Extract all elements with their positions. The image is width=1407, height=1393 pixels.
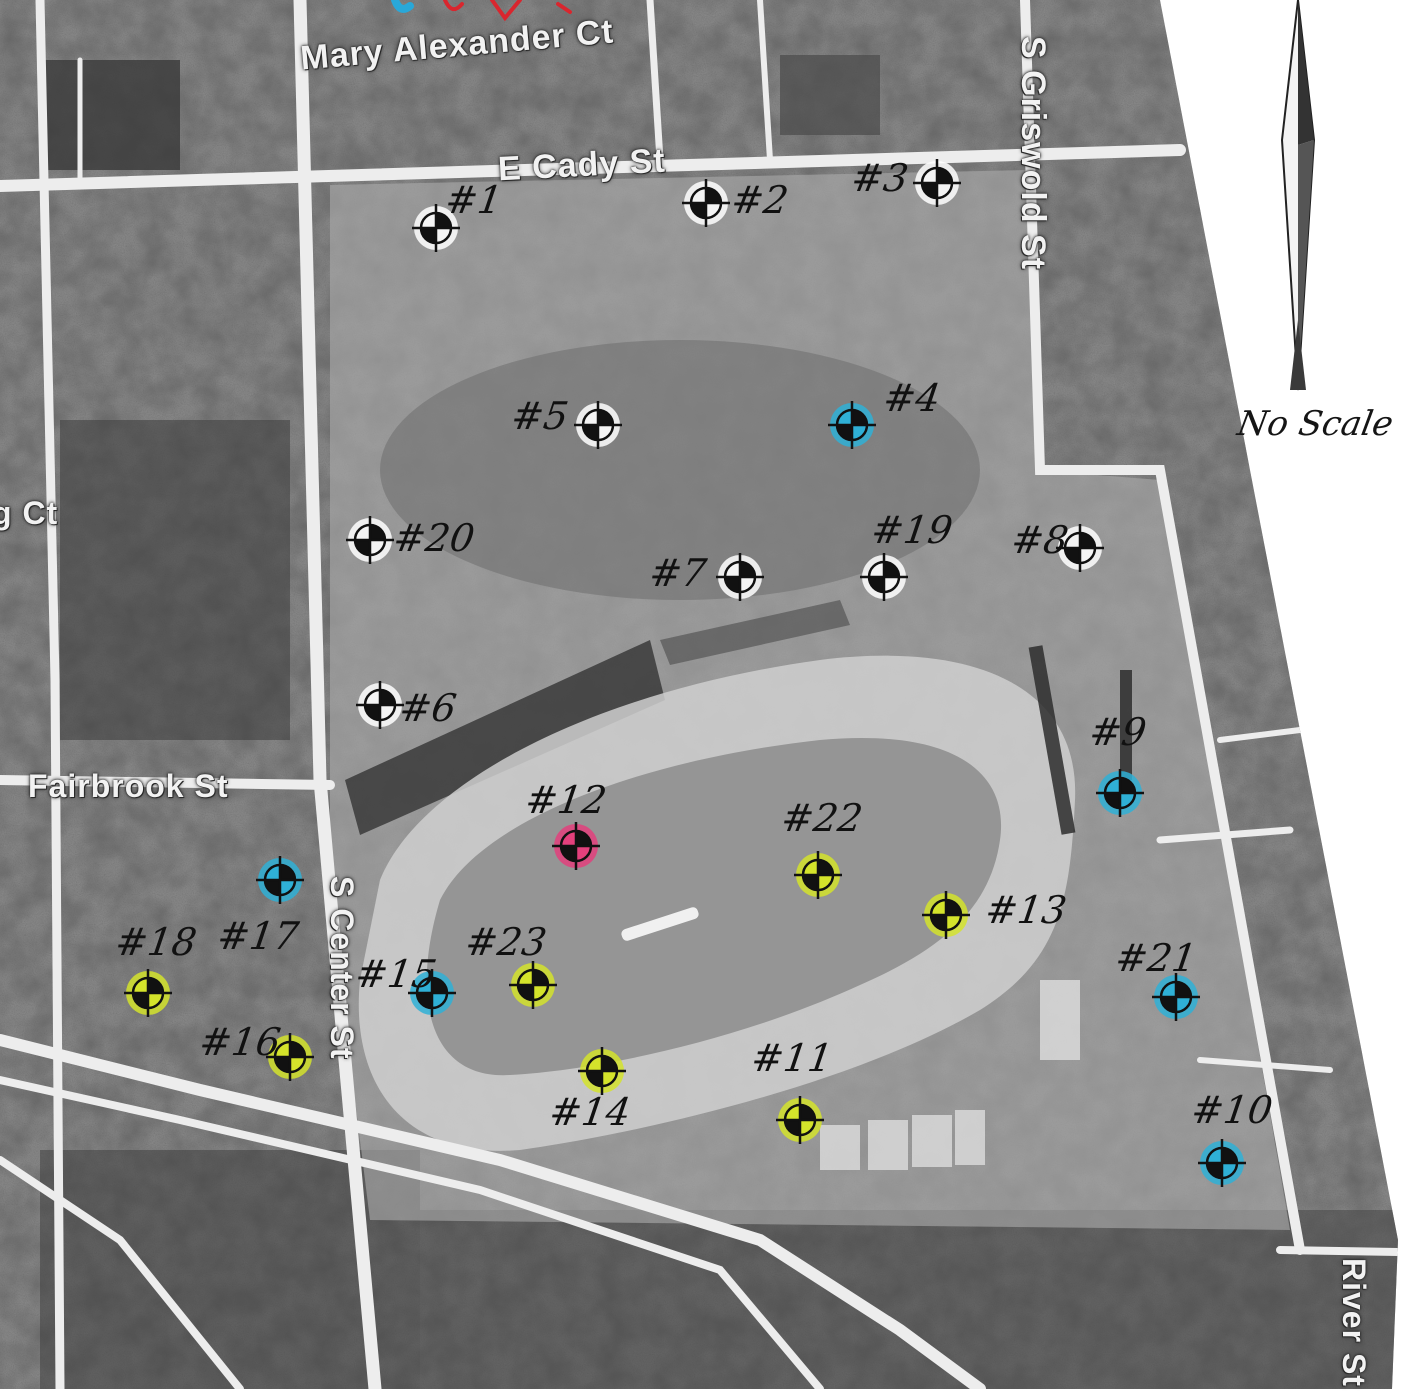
sample-marker-label: #13 <box>982 888 1070 932</box>
sample-marker-label: #15 <box>352 952 440 996</box>
wooded-block <box>420 1210 1398 1389</box>
crosshair-target-icon <box>266 1033 314 1081</box>
crosshair-target-icon <box>860 553 908 601</box>
crosshair-target-icon <box>913 159 961 207</box>
crosshair-target-icon <box>578 1047 626 1095</box>
crosshair-target-icon <box>682 179 730 227</box>
crosshair-target-icon <box>574 401 622 449</box>
crosshair-target-icon <box>776 1096 824 1144</box>
parking-oval <box>380 340 980 600</box>
barn-buildings <box>820 980 1080 1170</box>
crosshair-target-icon <box>356 681 404 729</box>
crosshair-target-icon <box>1096 769 1144 817</box>
grandstand <box>660 600 850 665</box>
street-label-fairbrook-st: Fairbrook St <box>28 768 229 804</box>
barn-buildings-dark <box>1028 645 1132 835</box>
crosshair-target-icon <box>794 851 842 899</box>
sample-marker-label: #2 <box>728 178 792 222</box>
crosshair-target-icon <box>124 969 172 1017</box>
crosshair-target-icon <box>408 969 456 1017</box>
crosshair-target-icon <box>1198 1139 1246 1187</box>
crosshair-target-icon <box>552 822 600 870</box>
infield-structure <box>621 907 699 941</box>
sample-marker-label: #14 <box>546 1090 634 1134</box>
sample-marker-label: #17 <box>214 914 302 958</box>
grandstand <box>345 640 665 835</box>
sample-marker-label: #5 <box>508 394 572 438</box>
sample-marker-label: #23 <box>462 920 550 964</box>
crosshair-target-icon <box>1152 973 1200 1021</box>
sample-marker-label: #19 <box>868 508 956 552</box>
sample-marker-label: #16 <box>196 1020 284 1064</box>
sample-marker-label: #9 <box>1086 710 1150 754</box>
scale-note: No Scale <box>1234 404 1397 444</box>
crosshair-target-icon <box>346 516 394 564</box>
sample-marker-label: #18 <box>112 920 200 964</box>
edge-marks <box>391 0 572 22</box>
street-label-s-griswold-st: S Griswold St <box>1014 36 1052 271</box>
crosshair-target-icon <box>1056 524 1104 572</box>
sample-marker-label: #22 <box>778 796 866 840</box>
crosshair-target-icon <box>256 856 304 904</box>
sample-marker-label: #11 <box>748 1036 836 1080</box>
crosshair-target-icon <box>412 204 460 252</box>
north-arrow-icon <box>1280 0 1316 391</box>
street-label-river-st: River St <box>1336 1258 1372 1387</box>
street-label-s-center-st: S Center St <box>324 876 360 1060</box>
crosshair-target-icon <box>922 891 970 939</box>
building-block <box>40 60 180 170</box>
sample-marker-label: #7 <box>646 551 710 595</box>
building-block <box>780 55 880 135</box>
sample-marker-label: #12 <box>522 778 610 822</box>
sample-marker-label: #6 <box>396 686 460 730</box>
wooded-block <box>60 420 290 740</box>
sample-marker-label: #3 <box>848 156 912 200</box>
crosshair-target-icon <box>509 961 557 1009</box>
sample-marker-label: #10 <box>1188 1088 1276 1132</box>
sample-marker-label: #4 <box>880 376 944 420</box>
track-infield <box>426 737 1002 1076</box>
street-label-partial-ct: g Ct <box>0 495 59 531</box>
sample-marker-label: #21 <box>1112 936 1200 980</box>
sample-marker-label: #8 <box>1008 518 1072 562</box>
crosshair-target-icon <box>828 401 876 449</box>
sample-marker-label: #20 <box>390 516 478 560</box>
sample-marker-label: #1 <box>442 178 506 222</box>
crosshair-target-icon <box>716 553 764 601</box>
